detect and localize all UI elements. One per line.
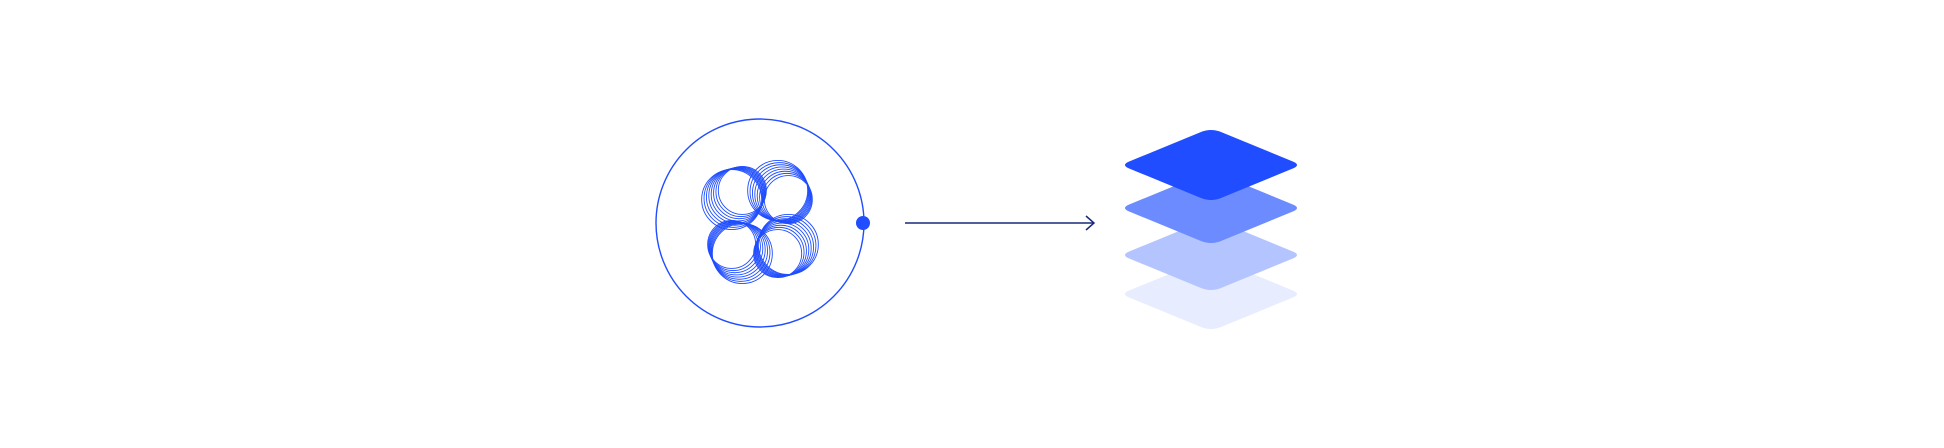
spiral-ring <box>761 172 813 224</box>
spiral-ring <box>707 220 757 269</box>
connector-arrowhead <box>1085 215 1096 231</box>
spiral-ring <box>710 167 765 222</box>
spiral-ring <box>711 222 771 282</box>
spiral-ring <box>708 167 765 224</box>
spiral-ring <box>715 166 767 218</box>
source-node <box>655 118 870 328</box>
stacked-layers-icon <box>1125 130 1297 329</box>
layer-4 <box>1125 259 1297 329</box>
layer-1 <box>1125 130 1297 200</box>
spiral-ring <box>753 229 803 278</box>
source-outer-circle <box>655 118 865 328</box>
layer-2 <box>1125 173 1297 243</box>
arrow-right-icon <box>905 215 1096 231</box>
spiral-ring <box>753 226 805 278</box>
spiral-ring <box>717 166 767 215</box>
spiral-rings-icon <box>701 160 819 284</box>
spiral-ring <box>749 162 809 222</box>
spiral-ring <box>755 222 810 277</box>
spiral-ring <box>707 220 759 272</box>
spiral-ring <box>755 220 812 277</box>
source-connection-dot <box>856 216 870 230</box>
layer-3 <box>1125 220 1297 290</box>
